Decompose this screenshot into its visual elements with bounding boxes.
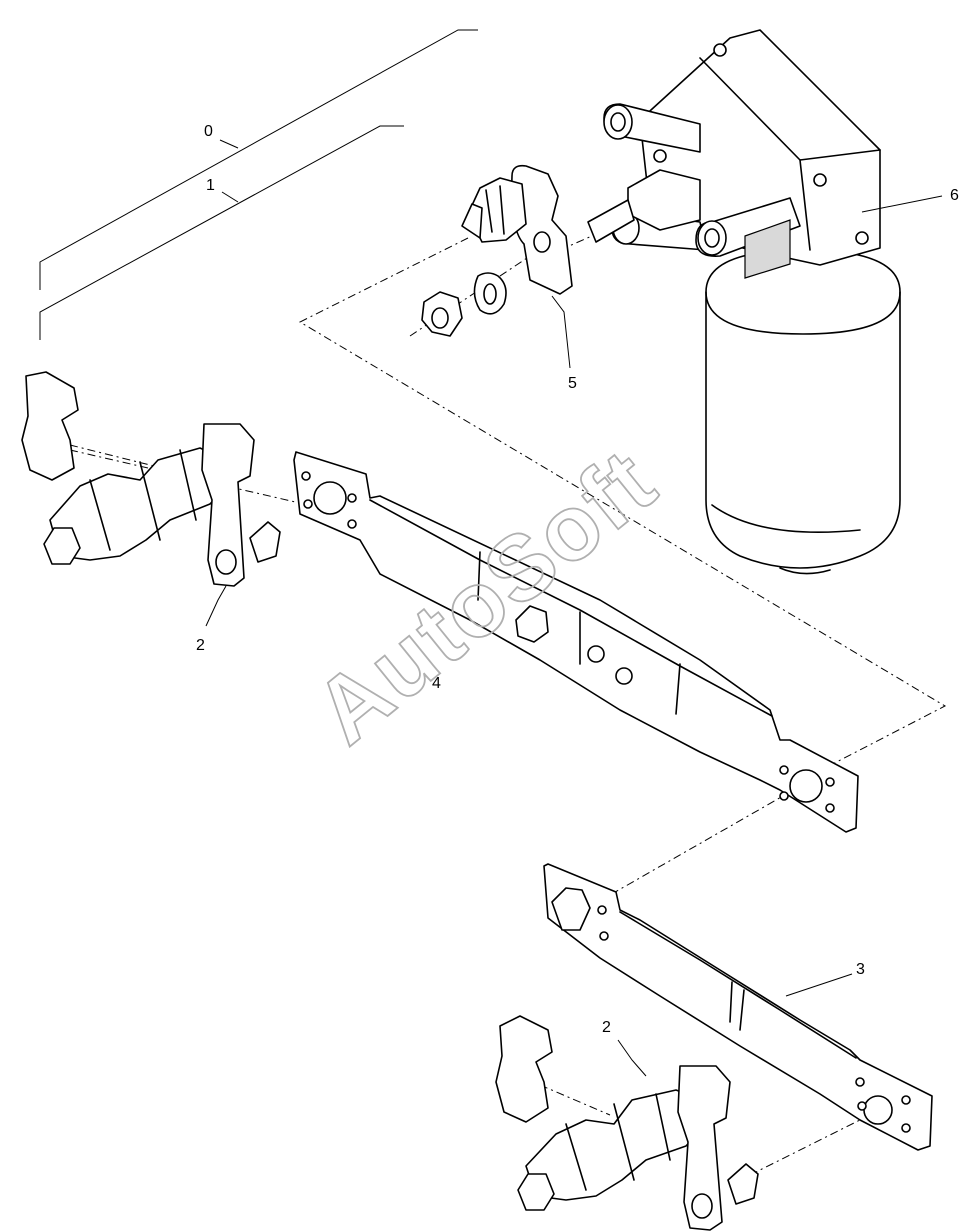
callout-0: 0 <box>204 123 213 140</box>
lower-wiper-spindle <box>495 1015 759 1231</box>
wiper-motor <box>587 29 901 575</box>
callout-3: 3 <box>856 961 865 978</box>
callout-5: 5 <box>568 375 577 392</box>
short-link-rod <box>543 863 933 1151</box>
assembly-bracket-lines <box>39 29 478 340</box>
callout-2-upper: 2 <box>196 637 205 654</box>
callout-1: 1 <box>206 177 215 194</box>
callout-6: 6 <box>950 187 959 204</box>
callout-labels: 0 1 2 2 3 4 5 6 <box>196 123 959 1036</box>
long-link-rod <box>293 451 859 833</box>
nut-and-washer <box>421 272 507 337</box>
callout-4: 4 <box>432 675 441 692</box>
callout-2-lower: 2 <box>602 1019 611 1036</box>
upper-wiper-spindle <box>21 371 281 587</box>
motor-crank-arm <box>461 164 573 295</box>
callout-leaders <box>205 139 943 1077</box>
